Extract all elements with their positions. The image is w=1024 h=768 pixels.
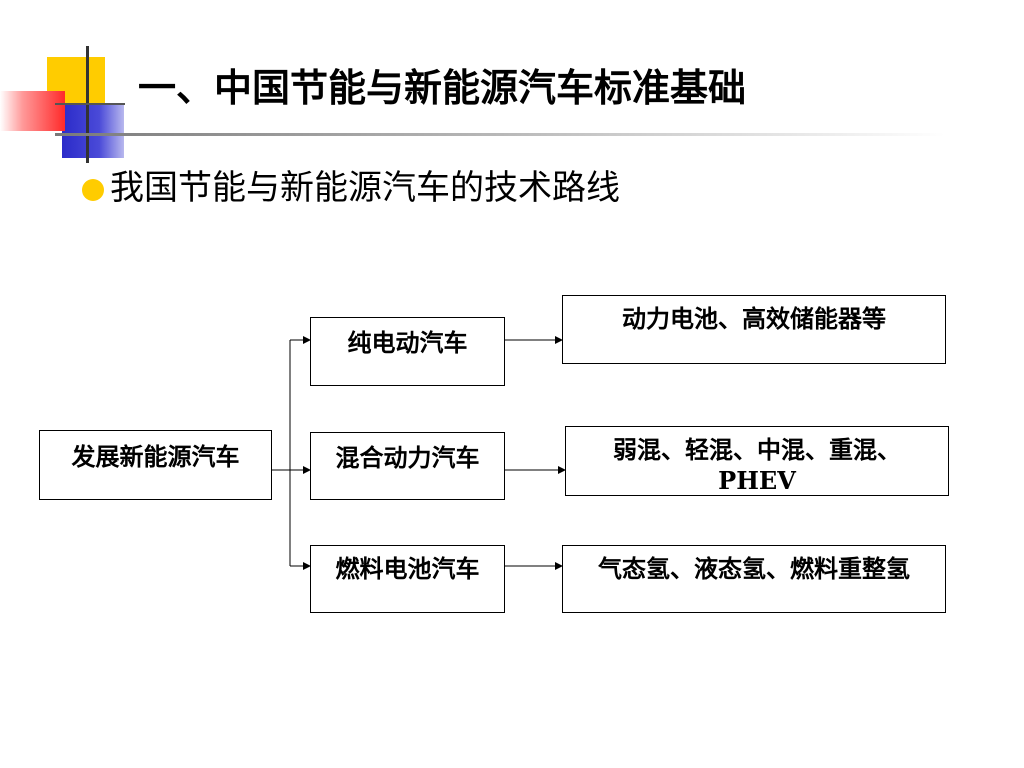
tech-box-hev: 弱混、轻混、中混、重混、PHEV: [565, 426, 949, 496]
logo-horizontal-line: [55, 103, 125, 105]
page-title: 一、中国节能与新能源汽车标准基础: [138, 66, 747, 110]
type-box-bev: 纯电动汽车: [310, 317, 505, 386]
tech-box-fcev: 气态氢、液态氢、燃料重整氢: [562, 545, 946, 613]
type-box-hev: 混合动力汽车: [310, 432, 505, 500]
logo-red-bar: [0, 91, 65, 131]
type-box-fcev: 燃料电池汽车: [310, 545, 505, 613]
tech-box-bev: 动力电池、高效储能器等: [562, 295, 946, 364]
bullet-text: 我国节能与新能源汽车的技术路线: [110, 168, 620, 208]
root-box: 发展新能源汽车: [39, 430, 272, 500]
title-underline: [55, 133, 945, 136]
bullet-dot-icon: [82, 179, 104, 201]
logo-blue-square: [62, 103, 124, 158]
